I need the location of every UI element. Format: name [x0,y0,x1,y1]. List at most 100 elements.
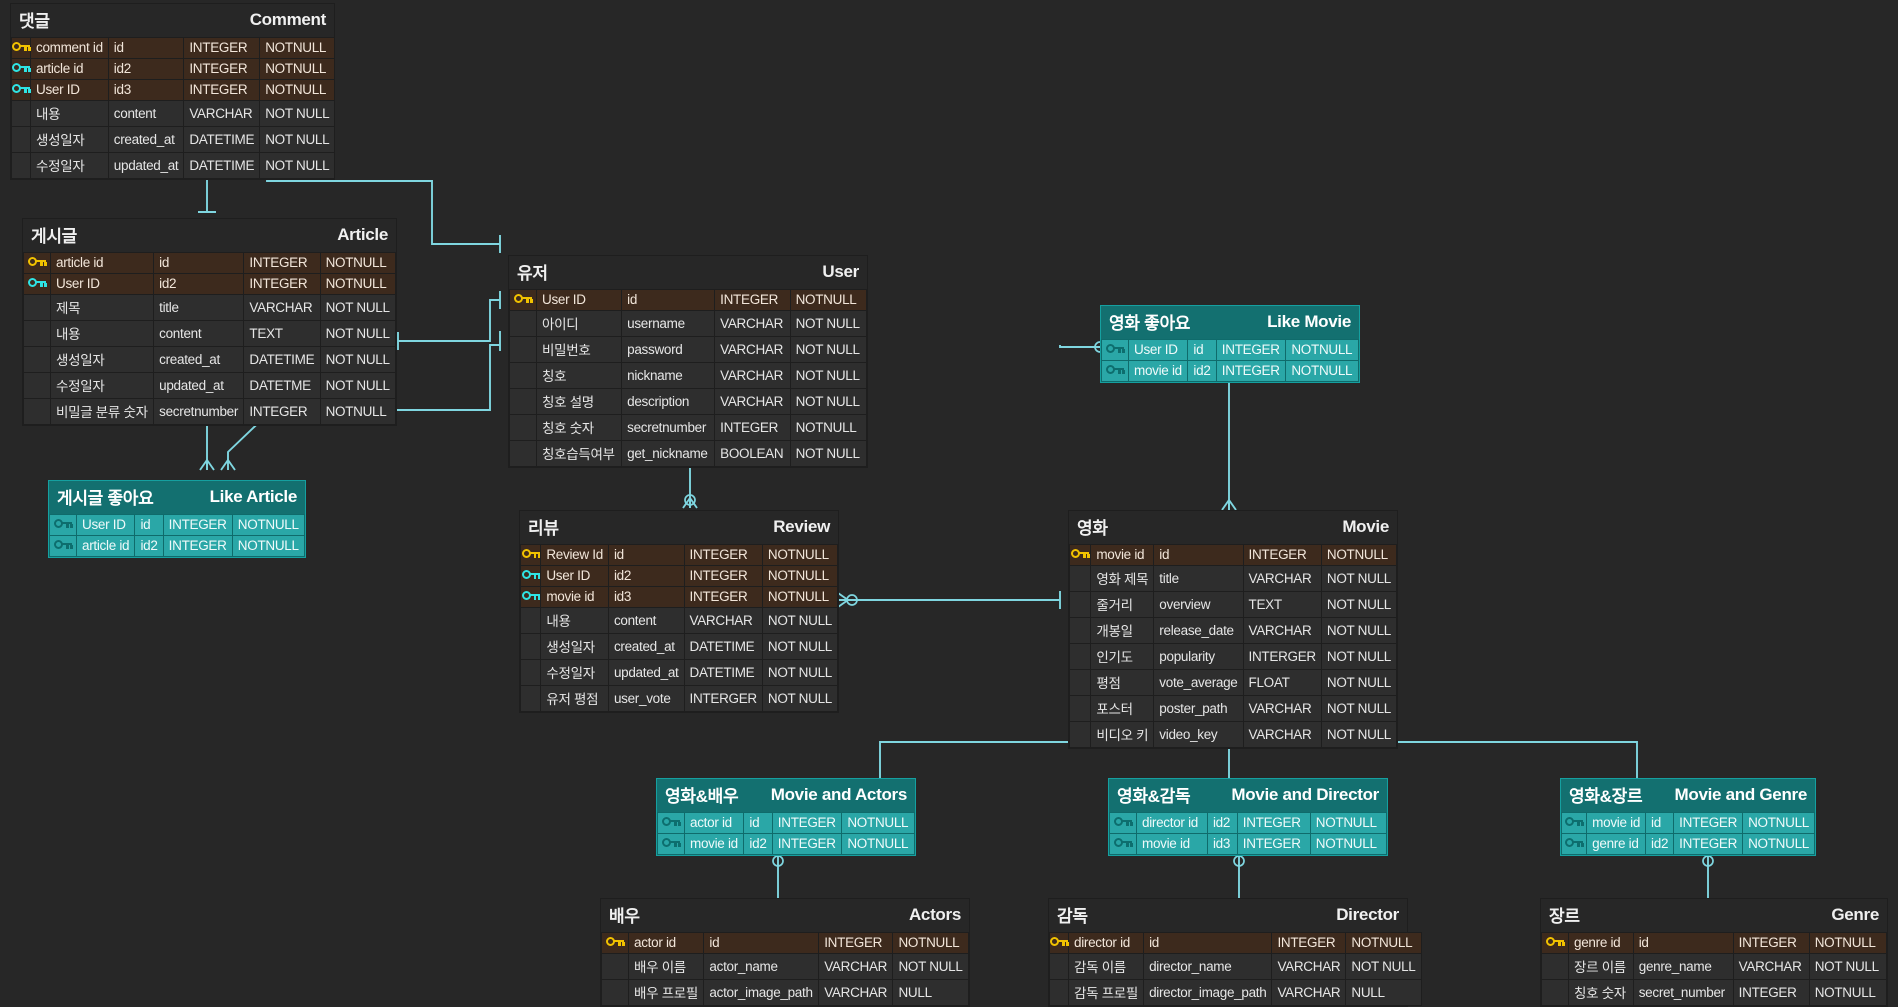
entity-title-director: 감독 Director [1049,899,1407,932]
table-row[interactable]: User ID id INTEGER NOTNULL [510,290,866,310]
column-datatype: INTERGER [684,686,762,711]
column-logical-name: 포스터 [1091,696,1154,721]
entity-review[interactable]: 리뷰 Review Review Id id INTEGER NOTNULL U… [519,510,839,713]
table-row[interactable]: 비밀번호 password VARCHAR NOT NULL [510,337,866,362]
entity-actors[interactable]: 배우 Actors actor id id INTEGER NOTNULL 배우… [600,898,970,1007]
table-row[interactable]: 칭호습득여부 get_nickname BOOLEAN NOT NULL [510,441,866,466]
table-row[interactable]: 제목 title VARCHAR NOT NULL [24,295,395,320]
table-row[interactable]: 감독 프로필 director_image_path VARCHAR NULL [1050,980,1421,1005]
entity-comment[interactable]: 댓글 Comment comment id id INTEGER NOTNULL… [10,3,336,180]
table-row[interactable]: 수정일자 updated_at DATETIME NOT NULL [521,660,837,685]
table-row[interactable]: User ID id INTEGER NOTNULL [50,515,304,535]
entity-like-movie[interactable]: 영화 좋아요 Like Movie User ID id INTEGER NOT… [1100,305,1360,383]
table-row[interactable]: 칭호 설명 description VARCHAR NOT NULL [510,389,866,414]
entity-movie-and-actors[interactable]: 영화&배우 Movie and Actors actor id id INTEG… [656,778,916,856]
table-row[interactable]: 생성일자 created_at DATETIME NOT NULL [12,127,335,152]
no-key-cell [12,127,30,152]
table-row[interactable]: 수정일자 updated_at DATETME NOT NULL [24,373,395,398]
table-row[interactable]: 줄거리 overview TEXT NOT NULL [1070,592,1396,617]
column-physical-name: id3 [108,80,184,100]
no-key-cell [602,954,628,979]
table-row[interactable]: 내용 content VARCHAR NOT NULL [12,101,335,126]
entity-title-like-movie: 영화 좋아요 Like Movie [1101,306,1359,339]
table-row[interactable]: 아이디 username VARCHAR NOT NULL [510,311,866,336]
table-row[interactable]: movie id id2 INTEGER NOTNULL [658,834,914,854]
table-row[interactable]: 칭호 nickname VARCHAR NOT NULL [510,363,866,388]
column-physical-name: id2 [608,566,684,586]
table-row[interactable]: movie id id3 INTEGER NOTNULL [521,587,837,607]
column-physical-name: video_key [1154,722,1243,747]
table-row[interactable]: 내용 content TEXT NOT NULL [24,321,395,346]
table-row[interactable]: 비밀글 분류 숫자 secretnumber INTEGER NOTNULL [24,399,395,424]
table-row[interactable]: 비디오 키 video_key VARCHAR NOT NULL [1070,722,1396,747]
table-row[interactable]: 생성일자 created_at DATETIME NOT NULL [24,347,395,372]
table-row[interactable]: 감독 이름 director_name VARCHAR NOT NULL [1050,954,1421,979]
table-row[interactable]: actor id id INTEGER NOTNULL [658,813,914,833]
table-row[interactable]: 인기도 popularity INTERGER NOT NULL [1070,644,1396,669]
entity-kr-name: 유저 [517,264,548,283]
column-physical-name: actor_image_path [704,980,819,1005]
table-row[interactable]: 개봉일 release_date VARCHAR NOT NULL [1070,618,1396,643]
entity-title-genre: 장르 Genre [1541,899,1887,932]
table-row[interactable]: article id id INTEGER NOTNULL [24,253,395,273]
column-physical-name: id [154,253,244,273]
no-key-cell [510,441,536,466]
table-row[interactable]: 수정일자 updated_at DATETIME NOT NULL [12,153,335,178]
entity-movie-and-director[interactable]: 영화&감독 Movie and Director director id id2… [1108,778,1388,856]
column-logical-name: director id [1137,813,1207,833]
column-physical-name: user_vote [608,686,684,711]
entity-title-article: 게시글 Article [23,219,396,252]
table-row[interactable]: article id id2 INTEGER NOTNULL [12,59,335,79]
table-row[interactable]: article id id2 INTEGER NOTNULL [50,536,304,556]
table-row[interactable]: User ID id2 INTEGER NOTNULL [24,274,395,294]
column-nullable: NOTNULL [1809,980,1886,1005]
table-row[interactable]: 포스터 poster_path VARCHAR NOT NULL [1070,696,1396,721]
no-key-cell [510,337,536,362]
table-row[interactable]: User ID id2 INTEGER NOTNULL [521,566,837,586]
table-row[interactable]: User ID id3 INTEGER NOTNULL [12,80,335,100]
table-row[interactable]: Review Id id INTEGER NOTNULL [521,545,837,565]
table-row[interactable]: movie id id3 INTEGER NOTNULL [1110,834,1386,854]
table-row[interactable]: 유저 평점 user_vote INTERGER NOT NULL [521,686,837,711]
column-nullable: NOTNULL [1809,933,1886,953]
column-datatype: VARCHAR [1243,722,1321,747]
column-logical-name: 내용 [51,321,154,346]
table-row[interactable]: 영화 제목 title VARCHAR NOT NULL [1070,566,1396,591]
table-row[interactable]: director id id INTEGER NOTNULL [1050,933,1421,953]
entity-director[interactable]: 감독 Director director id id INTEGER NOTNU… [1048,898,1422,1007]
column-grid: article id id INTEGER NOTNULL User ID id… [23,252,396,425]
table-row[interactable]: movie id id INTEGER NOTNULL [1070,545,1396,565]
column-nullable: NOT NULL [762,634,837,659]
table-row[interactable]: 장르 이름 genre_name VARCHAR NOT NULL [1542,954,1886,979]
table-row[interactable]: comment id id INTEGER NOTNULL [12,38,335,58]
table-row[interactable]: actor id id INTEGER NOTNULL [602,933,968,953]
entity-user[interactable]: 유저 User User ID id INTEGER NOTNULL 아이디 u… [508,255,868,468]
table-row[interactable]: genre id id INTEGER NOTNULL [1542,933,1886,953]
table-row[interactable]: movie id id2 INTEGER NOTNULL [1102,361,1358,381]
table-row[interactable]: 생성일자 created_at DATETIME NOT NULL [521,634,837,659]
table-row[interactable]: 내용 content VARCHAR NOT NULL [521,608,837,633]
table-row[interactable]: 평점 vote_average FLOAT NOT NULL [1070,670,1396,695]
entity-movie-and-genre[interactable]: 영화&장르 Movie and Genre movie id id INTEGE… [1560,778,1816,856]
entity-title-review: 리뷰 Review [520,511,838,544]
no-key-cell [1070,618,1091,643]
table-row[interactable]: 칭호 숫자 secret_number INTEGER NOTNULL [1542,980,1886,1005]
table-row[interactable]: 칭호 숫자 secretnumber INTEGER NOTNULL [510,415,866,440]
entity-en-name: Movie [1342,516,1389,536]
table-row[interactable]: User ID id INTEGER NOTNULL [1102,340,1358,360]
column-datatype: BOOLEAN [715,441,790,466]
table-row[interactable]: 배우 이름 actor_name VARCHAR NOT NULL [602,954,968,979]
entity-article[interactable]: 게시글 Article article id id INTEGER NOTNUL… [22,218,397,426]
no-key-cell [521,608,541,633]
entity-en-name: Director [1336,904,1399,924]
entity-movie[interactable]: 영화 Movie movie id id INTEGER NOTNULL 영화 … [1068,510,1398,749]
column-physical-name: id [1188,340,1216,360]
entity-genre[interactable]: 장르 Genre genre id id INTEGER NOTNULL 장르 … [1540,898,1888,1007]
table-row[interactable]: director id id2 INTEGER NOTNULL [1110,813,1386,833]
column-datatype: VARCHAR [715,311,790,336]
table-row[interactable]: 배우 프로필 actor_image_path VARCHAR NULL [602,980,968,1005]
entity-like-article[interactable]: 게시글 좋아요 Like Article User ID id INTEGER … [48,480,306,558]
table-row[interactable]: genre id id2 INTEGER NOTNULL [1562,834,1814,854]
table-row[interactable]: movie id id INTEGER NOTNULL [1562,813,1814,833]
